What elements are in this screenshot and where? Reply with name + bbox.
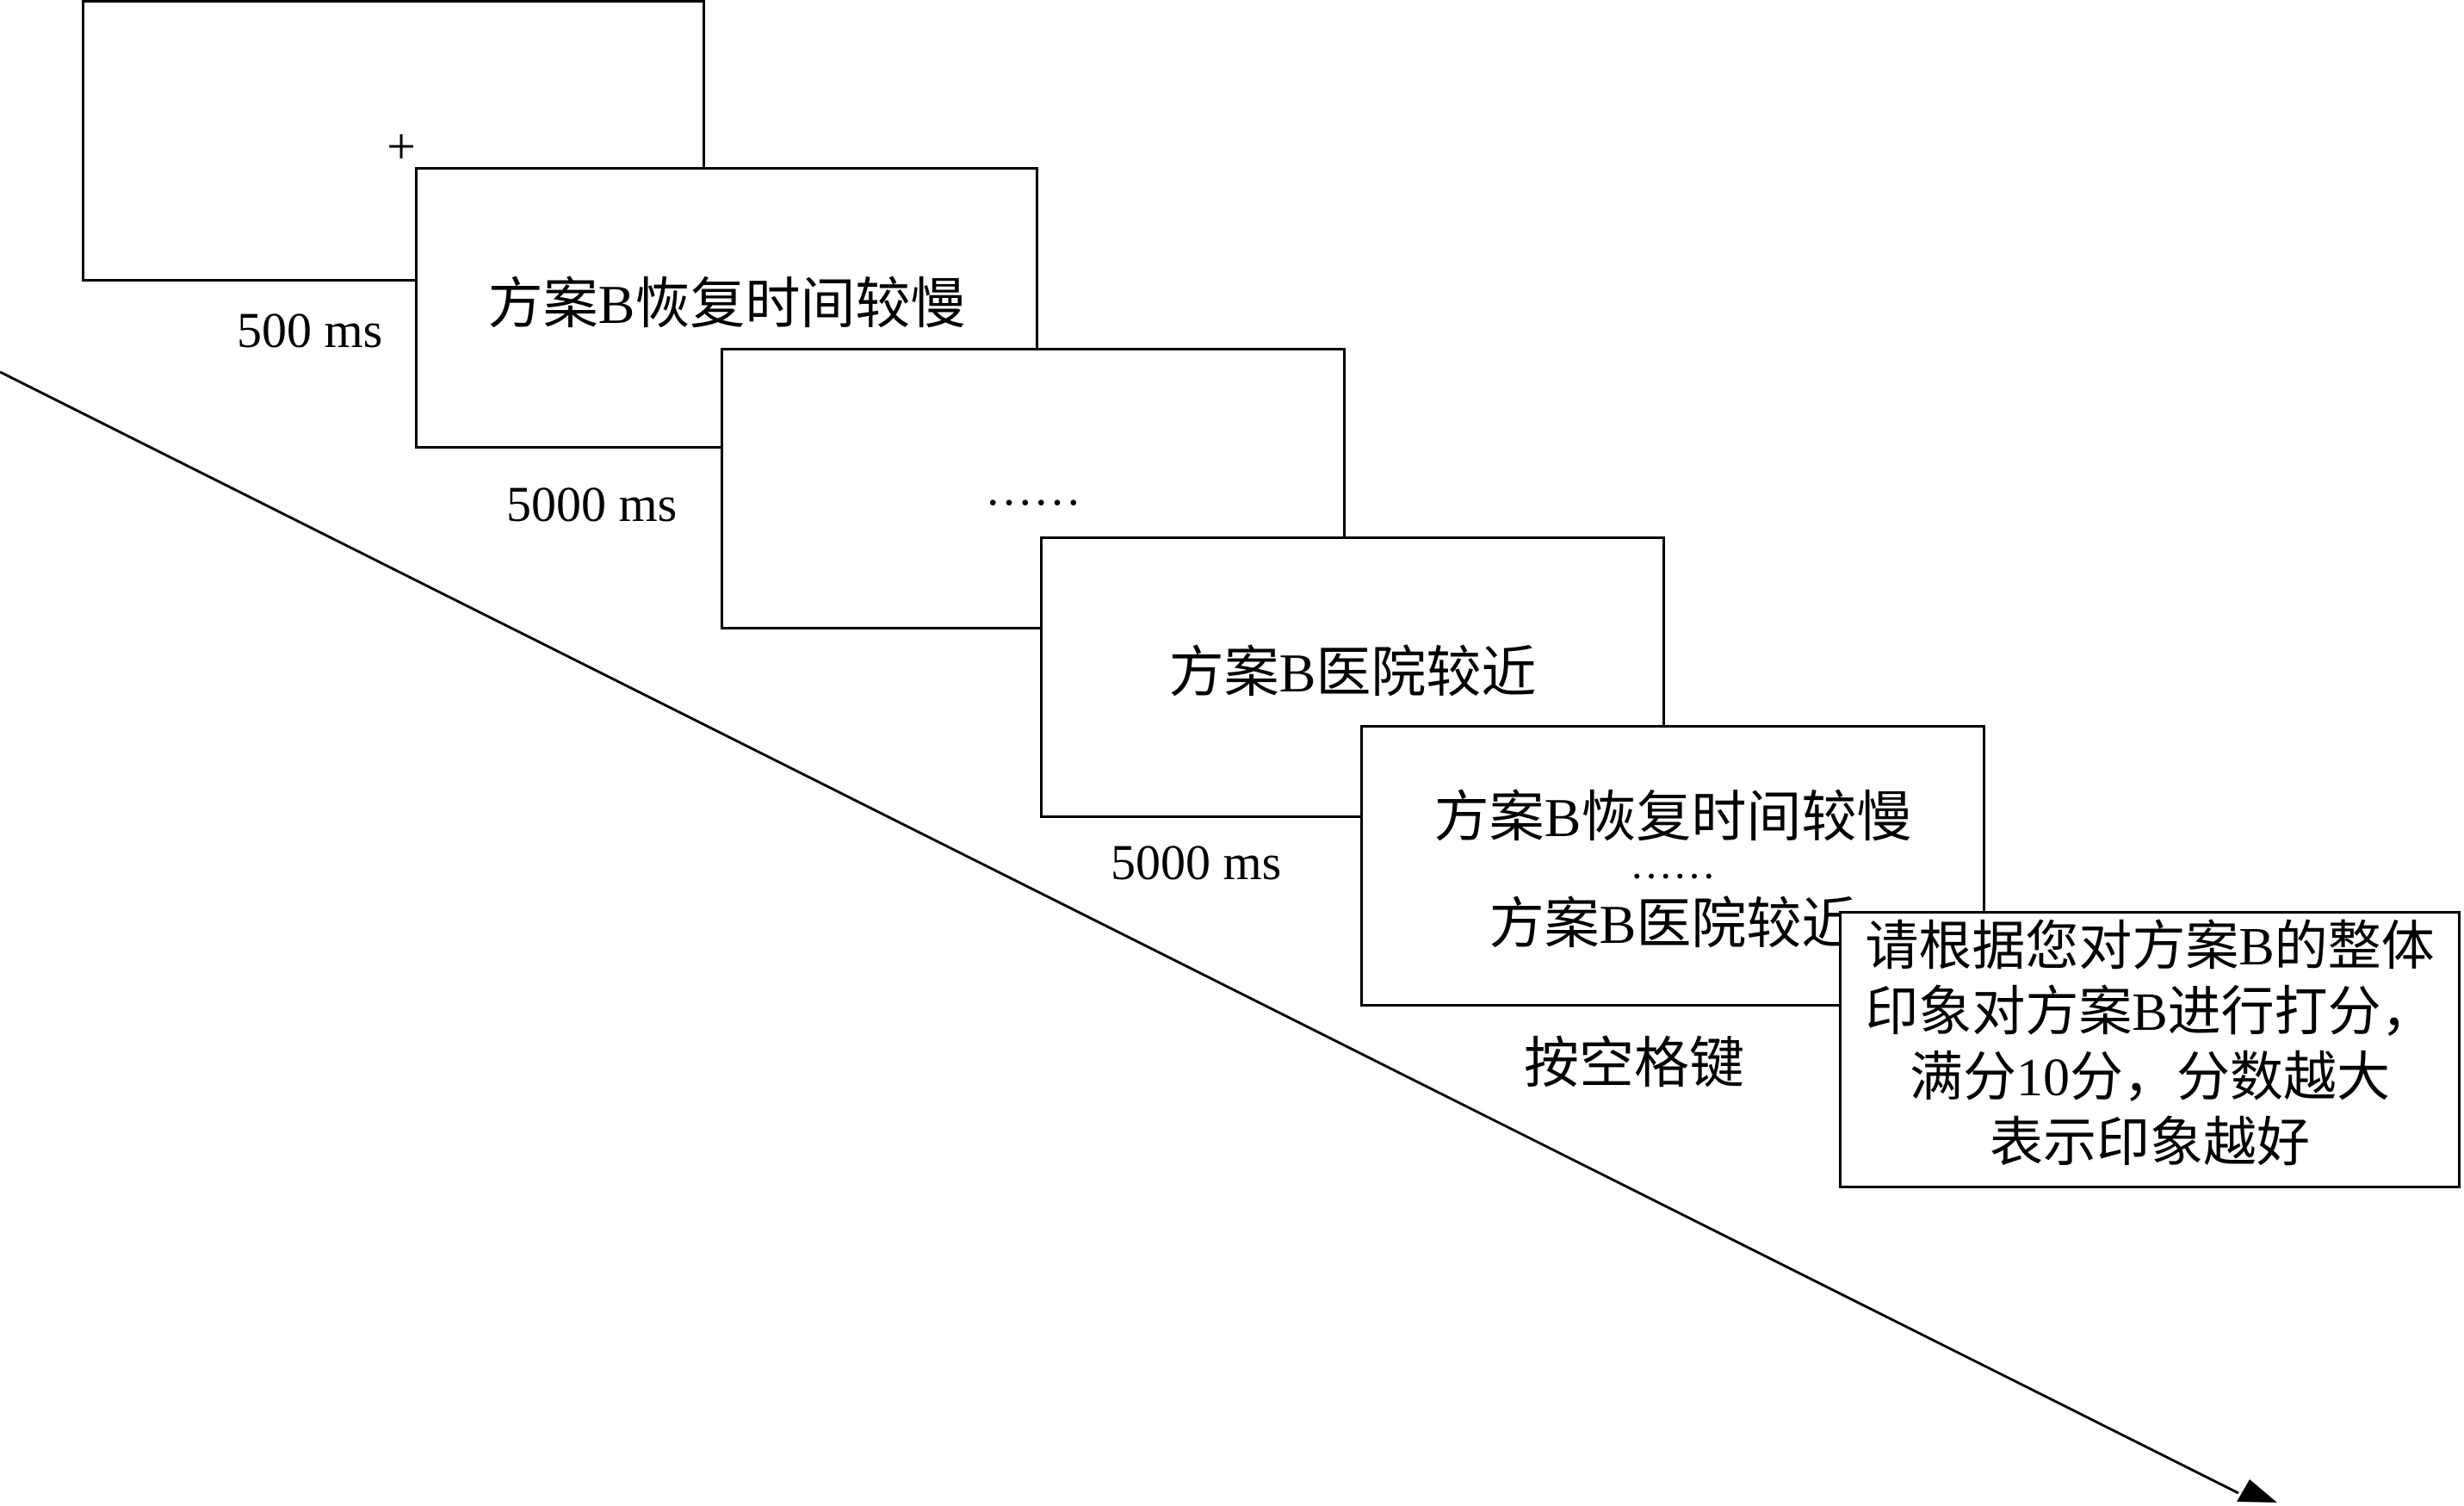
rating-frame: 请根据您对方案B的整体 印象对方案B进行打分， 满分10分，分数越大 表示印象越… (1839, 911, 2461, 1188)
rating-line-2: 印象对方案B进行打分， (1865, 983, 2435, 1042)
attribute-duration-label-n: 5000 ms (1111, 834, 1282, 890)
summary-line-1: 方案B恢复时间较慢 (1433, 787, 1912, 848)
attribute-text-1: 方案B恢复时间较慢 (487, 274, 966, 335)
summary-line-2: 方案B医院较近 (1489, 894, 1857, 955)
fixation-cross: + (387, 118, 416, 175)
summary-ellipsis: …… (1630, 840, 1716, 888)
timeline-arrowhead (2237, 1479, 2277, 1503)
rating-line-4: 表示印象越好 (1989, 1114, 2310, 1173)
attribute-duration-label-1: 5000 ms (506, 476, 678, 532)
rating-line-1: 请根据您对方案B的整体 (1865, 918, 2435, 976)
attribute-text-n: 方案B医院较近 (1168, 642, 1537, 703)
rating-line-3: 满分10分，分数越大 (1909, 1049, 2390, 1107)
timeline-line (0, 370, 2239, 1495)
ellipsis-text: …… (985, 462, 1081, 516)
summary-action-label: 按空格键 (1524, 1033, 1744, 1094)
fixation-duration-label: 500 ms (237, 302, 383, 358)
